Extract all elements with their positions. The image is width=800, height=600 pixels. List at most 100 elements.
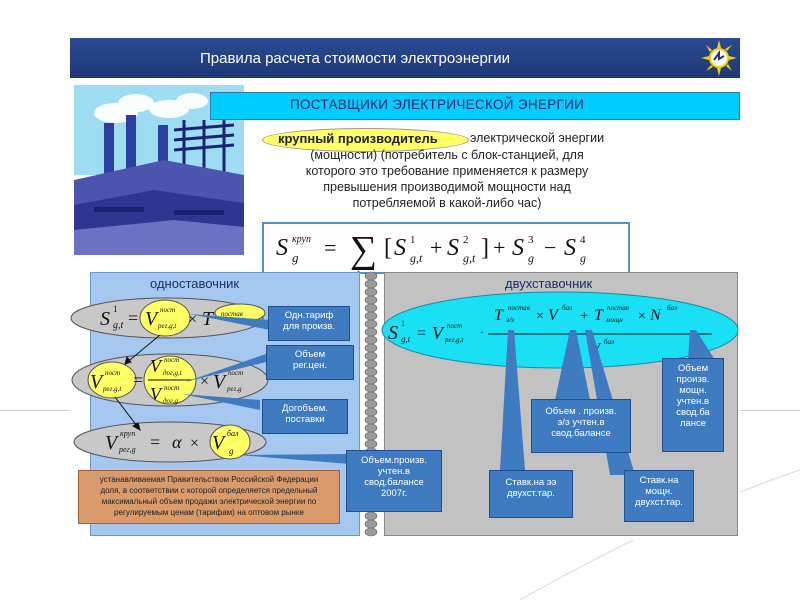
svg-text:N: N xyxy=(649,307,662,324)
header-bar xyxy=(70,38,740,78)
svg-text:пост: пост xyxy=(105,369,120,377)
svg-text:бал: бал xyxy=(667,304,677,312)
svg-text:S: S xyxy=(394,235,406,261)
energy-sun-logo-icon xyxy=(701,40,737,76)
svg-text:круп: круп xyxy=(120,429,135,438)
svg-text:[: [ xyxy=(384,235,392,261)
svg-text:пост: пост xyxy=(447,322,462,330)
big-producer-text-line: потребляемой в какой-либо час) xyxy=(352,196,542,210)
svg-text:V: V xyxy=(150,356,163,376)
svg-text:g,t: g,t xyxy=(113,320,124,331)
svg-text:T: T xyxy=(594,307,604,324)
svg-text:рег,g,t: рег,g,t xyxy=(444,336,464,344)
svg-text:пост: пост xyxy=(160,306,175,314)
svg-text:рег,g,t: рег,g,t xyxy=(157,322,177,330)
svg-text:V: V xyxy=(213,371,228,393)
svg-text:=: = xyxy=(150,432,160,452)
svg-text:g,t: g,t xyxy=(401,334,411,344)
svg-text:дог,g,t: дог,g,t xyxy=(163,369,183,377)
svg-text:пост: пост xyxy=(164,356,179,364)
callout-contract-volume: Догобъем.поставки xyxy=(262,399,348,434)
svg-text:рег,g,t: рег,g,t xyxy=(102,385,122,393)
svg-text:S: S xyxy=(100,308,110,330)
svg-text:+: + xyxy=(493,235,505,260)
suppliers-heading: ПОСТАВЩИКИ ЭЛЕКТРИЧЕСКОЙ ЭНЕРГИИ xyxy=(290,97,585,112)
svg-text:+: + xyxy=(430,235,442,260)
svg-text:S: S xyxy=(564,235,576,261)
svg-text:V: V xyxy=(548,307,560,324)
svg-text:1: 1 xyxy=(410,234,416,246)
svg-text:дог,g: дог,g xyxy=(163,397,179,405)
svg-text:T: T xyxy=(494,307,504,324)
svg-text:·: · xyxy=(480,325,484,339)
svg-text:рег,g: рег,g xyxy=(118,445,136,454)
svg-text:−: − xyxy=(544,235,556,260)
svg-text:бал: бал xyxy=(562,304,572,312)
svg-text:1: 1 xyxy=(113,304,118,314)
svg-text:V: V xyxy=(145,308,160,330)
decor-line-left xyxy=(0,410,95,411)
svg-text:пост: пост xyxy=(228,369,243,377)
two-rate-title: двухставочник xyxy=(505,276,593,291)
svg-text:1: 1 xyxy=(401,319,405,328)
svg-text:g: g xyxy=(528,251,534,265)
svg-text:рег,g: рег,g xyxy=(226,385,242,393)
svg-text:V: V xyxy=(90,371,105,393)
svg-text:2: 2 xyxy=(463,234,469,246)
svg-text:S: S xyxy=(388,322,398,344)
svg-text:×: × xyxy=(638,309,646,324)
suppliers-heading-bar xyxy=(210,92,740,120)
page-title: Правила расчета стоимости электроэнергии xyxy=(200,50,511,67)
svg-text:постав: постав xyxy=(607,304,629,312)
svg-text:бал: бал xyxy=(227,429,239,438)
svg-text:V: V xyxy=(212,432,227,454)
svg-text:S: S xyxy=(276,235,288,261)
two-rate-formula: S 1 g,t = V пост рег,g,t · T постав э/э … xyxy=(381,291,739,369)
svg-text:мощн: мощн xyxy=(605,316,623,324)
svg-text:×: × xyxy=(200,373,209,390)
big-producer-formula-box xyxy=(262,222,630,274)
svg-text:g: g xyxy=(580,251,586,265)
svg-text:3: 3 xyxy=(528,234,534,246)
big-producer-text-line: электрической энергии xyxy=(470,131,605,145)
big-producer-oval xyxy=(262,128,469,152)
svg-text:t: t xyxy=(357,268,360,274)
svg-text:V: V xyxy=(150,384,163,404)
svg-text:=: = xyxy=(133,370,143,390)
svg-text:+: + xyxy=(580,308,588,324)
big-producer-text-line: превышения производимой мощности над xyxy=(323,180,571,194)
one-rate-formulas: S 1 g,t = V пост рег,g,t × T постав V по… xyxy=(70,297,350,464)
svg-text:пост: пост xyxy=(164,384,179,392)
big-producer-text-line: которого это требование применяется к ра… xyxy=(305,164,589,178)
power-plant-image xyxy=(74,85,244,255)
big-producer-text-line: (мощности) (потребитель с блок-станцией,… xyxy=(310,148,584,162)
svg-text:V: V xyxy=(105,432,120,454)
svg-text:=: = xyxy=(324,235,336,260)
svg-text:V: V xyxy=(432,323,445,343)
svg-text:g: g xyxy=(229,446,234,456)
svg-text:∑: ∑ xyxy=(350,229,377,271)
note-box: устанавливаемая Правительством Российско… xyxy=(78,470,340,524)
svg-text:бал: бал xyxy=(604,338,614,346)
svg-text:g: g xyxy=(292,250,299,265)
one-rate-title: одноставочник xyxy=(150,276,240,291)
svg-text:S: S xyxy=(512,235,524,261)
svg-text:S: S xyxy=(447,235,459,261)
svg-text:g,t: g,t xyxy=(410,251,423,265)
svg-text:×: × xyxy=(190,435,199,452)
svg-text:×: × xyxy=(536,309,544,324)
big-producer-label: крупный производитель xyxy=(278,131,438,146)
svg-text:]: ] xyxy=(481,235,489,261)
svg-text:=: = xyxy=(417,325,426,342)
svg-text:постав: постав xyxy=(221,310,243,318)
svg-text:×: × xyxy=(188,311,197,328)
svg-text:g,t: g,t xyxy=(463,251,476,265)
svg-text:круп: круп xyxy=(292,234,311,245)
